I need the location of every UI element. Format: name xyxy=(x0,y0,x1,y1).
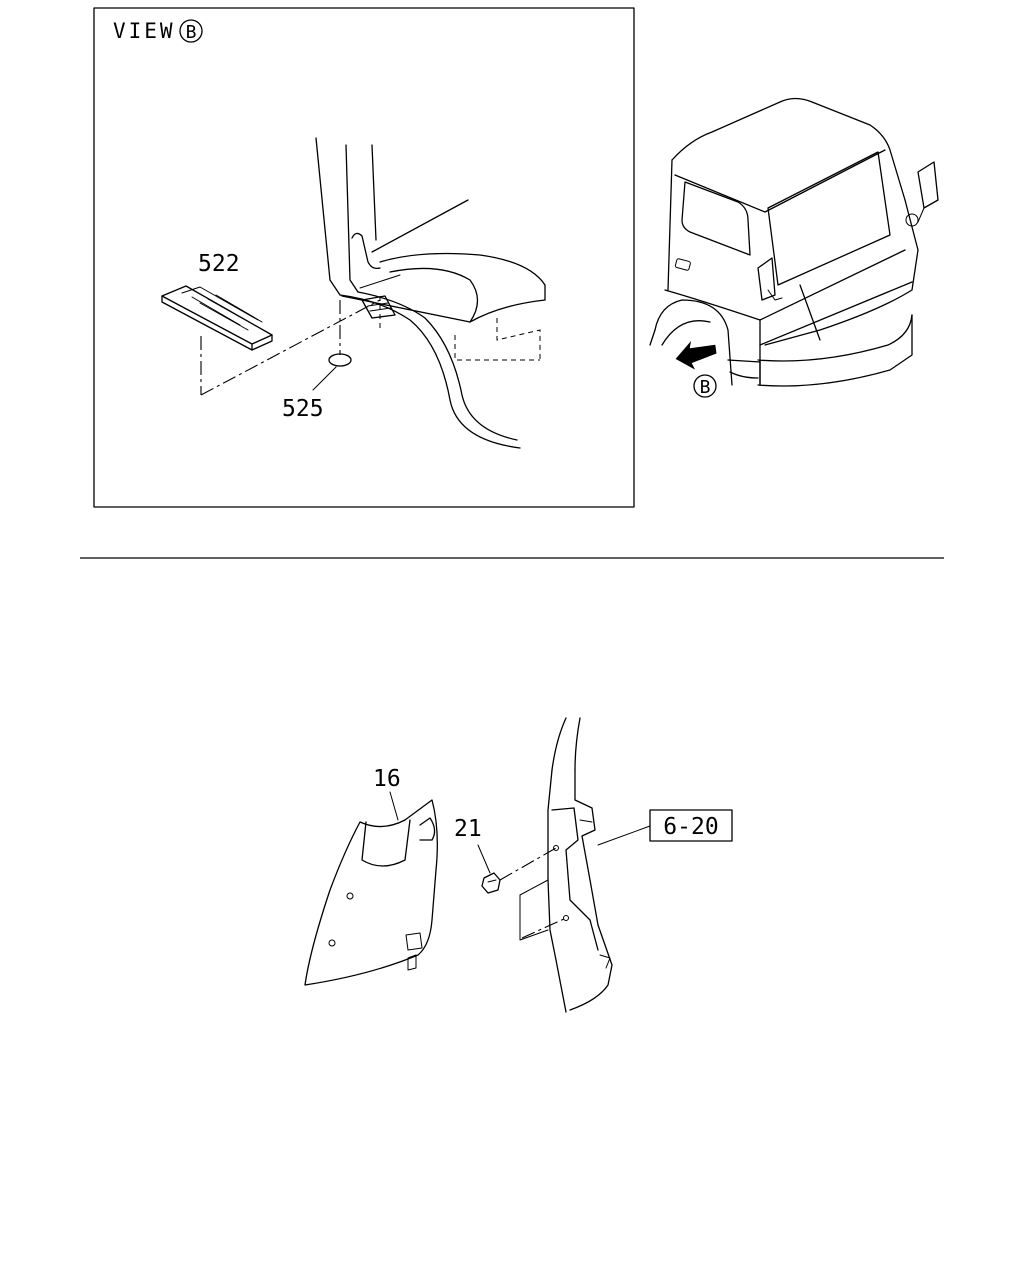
cover-part xyxy=(304,799,438,986)
leader-525 xyxy=(312,366,337,391)
truck-cab-locator: B xyxy=(649,97,939,398)
step-pad-part xyxy=(161,285,273,351)
locator-ref-circle xyxy=(693,374,717,398)
seat-and-step-drawing xyxy=(161,137,546,449)
leader-21 xyxy=(477,844,491,874)
view-ref-circle: B xyxy=(179,19,203,43)
locator-ref-letter: B xyxy=(700,377,711,398)
callout-21: 21 xyxy=(454,816,482,842)
ref-box-6-20: 6-20 xyxy=(649,809,733,842)
callout-522: 522 xyxy=(198,251,240,277)
leader-16 xyxy=(389,791,399,821)
clip-part xyxy=(481,847,567,939)
view-direction-arrow-icon xyxy=(675,340,717,370)
leader-6-20 xyxy=(597,825,651,846)
plug-part xyxy=(328,300,352,367)
pillar-panel xyxy=(519,717,613,1013)
ref-box-label: 6-20 xyxy=(663,814,718,840)
callout-525: 525 xyxy=(282,396,324,422)
view-b-frame xyxy=(93,7,635,508)
view-label: VIEW xyxy=(113,19,176,43)
callout-16: 16 xyxy=(373,766,401,792)
view-ref-letter: B xyxy=(186,22,197,43)
